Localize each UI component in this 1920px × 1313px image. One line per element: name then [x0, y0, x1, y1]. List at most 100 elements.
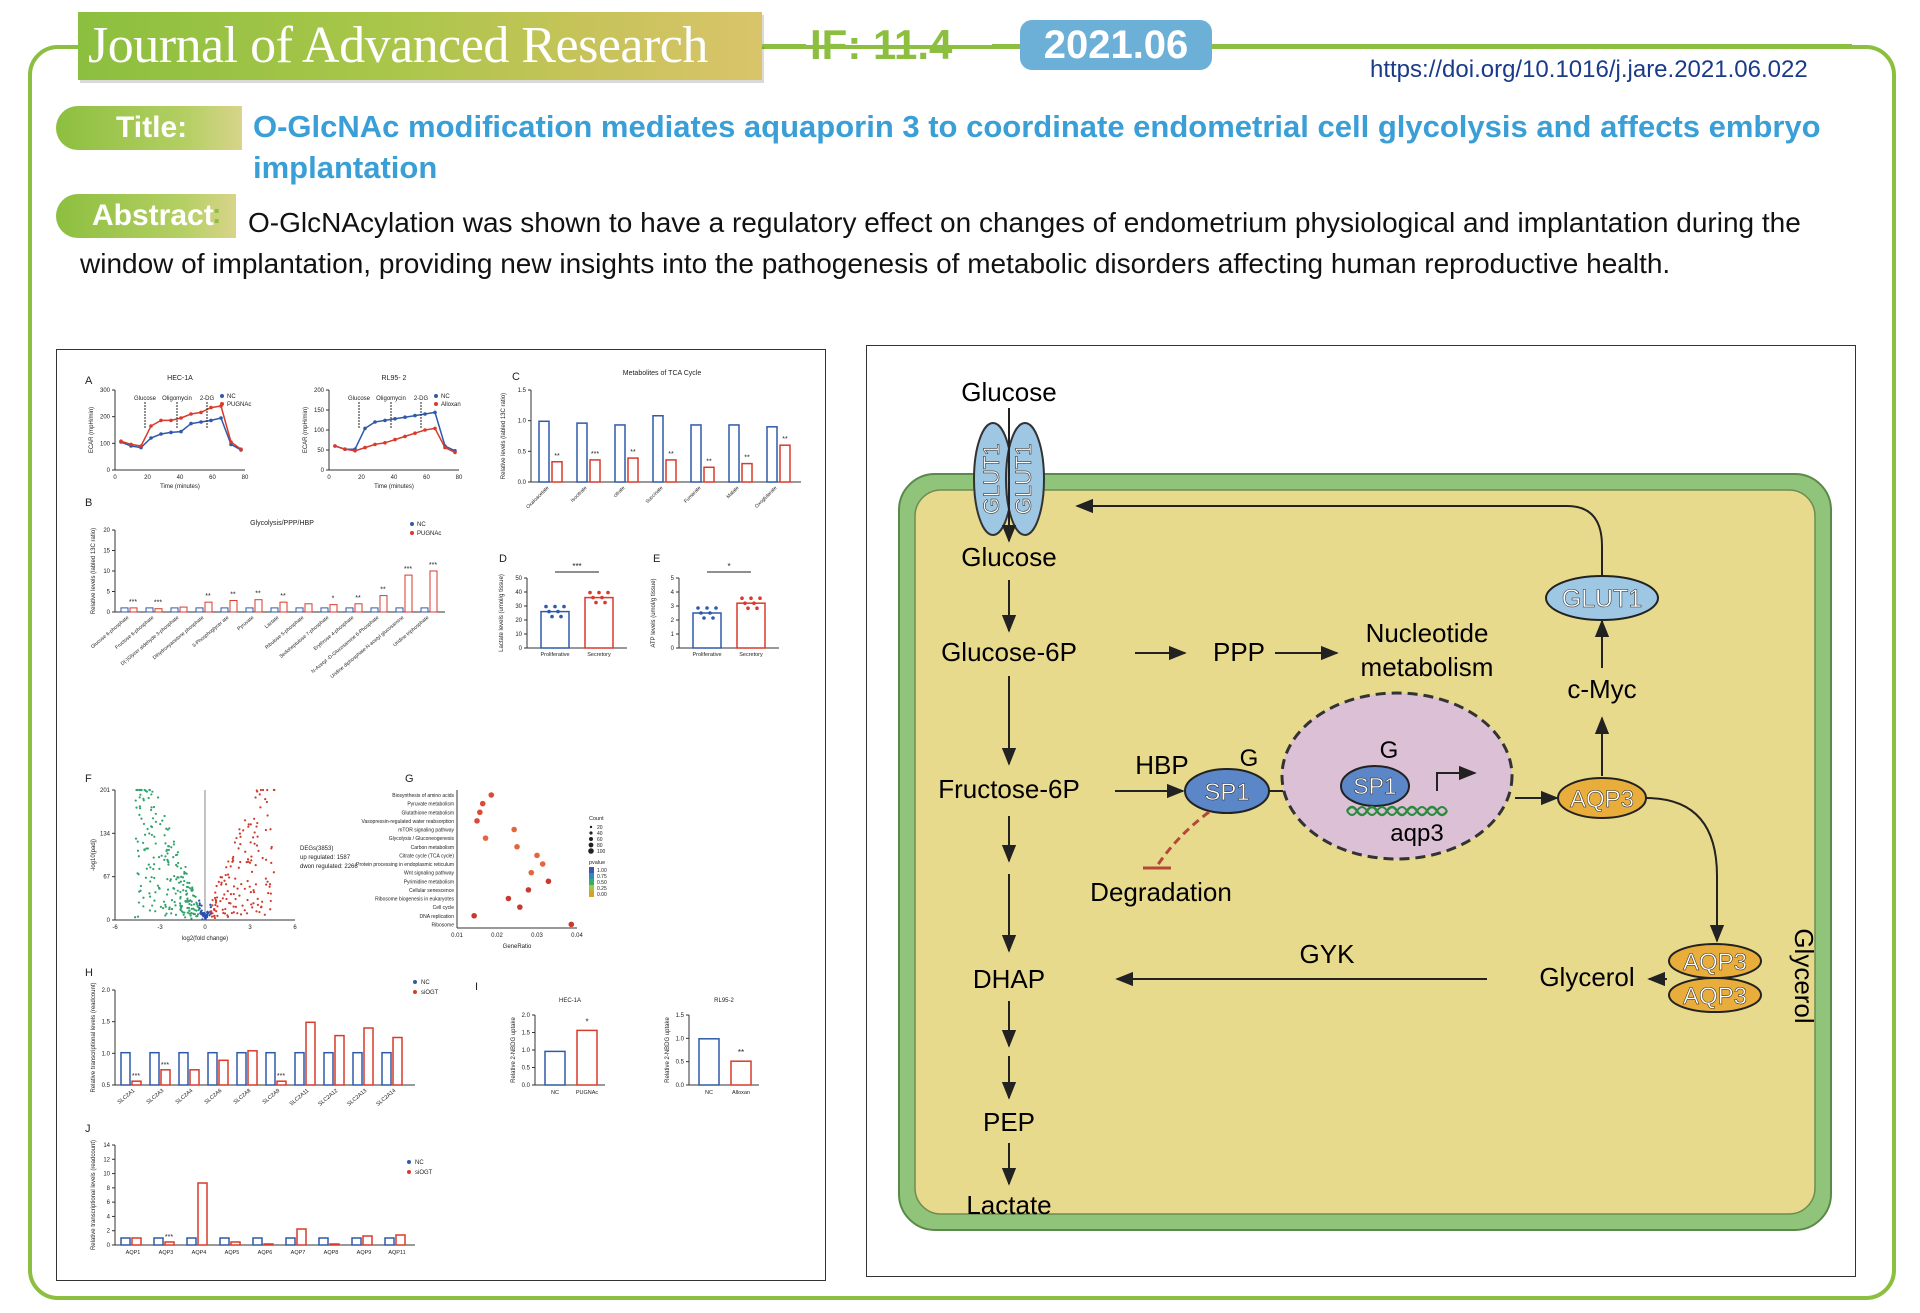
- panel-f-point: [173, 874, 176, 878]
- panel-f-point: [268, 883, 272, 886]
- panel-g-dot: [525, 887, 532, 893]
- panel-f-point: [242, 829, 245, 832]
- panel-b-bar-nc: [320, 607, 329, 613]
- panel-f-point: [236, 887, 239, 890]
- abstract-text: O-GlcNAcylation was shown to have a regu…: [80, 207, 1801, 279]
- panel-c-bar-treat: [665, 459, 677, 483]
- panel-f-point: [200, 904, 203, 907]
- panel-b-bar-treat: [154, 608, 163, 613]
- panel-f-point: [174, 892, 177, 895]
- panel-a1-nc-series-point: [219, 416, 223, 420]
- panel-f-point: [199, 910, 203, 913]
- panel-a2-nc-series-point: [413, 413, 417, 418]
- panel-f-point: [198, 907, 201, 910]
- panel-g-pvalue-value: 0.75: [597, 874, 607, 880]
- panel-f-point: [185, 893, 188, 896]
- panel-f-point: [238, 894, 241, 897]
- panel-h-star: ***: [161, 1062, 169, 1069]
- panel-f-ylabel: -log10(padj): [91, 839, 97, 871]
- inhibition-arrow: [1155, 810, 1210, 867]
- panel-b-bar-nc: [270, 607, 279, 613]
- panel-f-point: [167, 848, 171, 852]
- panel-i1-ytick-label: 1.0: [522, 1048, 531, 1054]
- panel-a2-treat-series-point: [403, 434, 407, 439]
- panel-j-category: AQP1: [126, 1250, 141, 1256]
- panel-g-dot: [534, 852, 540, 859]
- panel-f-point: [215, 896, 219, 899]
- panel-f-point: [195, 901, 198, 904]
- panel-f-point: [189, 887, 192, 890]
- panel-j-legend-label: NC: [415, 1160, 424, 1166]
- panel-g-pvalue-swatch: [589, 867, 594, 873]
- panel-f-point: [164, 842, 167, 845]
- panel-g-count-value: 80: [597, 843, 603, 849]
- panel-a1-treat-series-point: [199, 410, 203, 415]
- panel-a2-xtick-label: 0: [327, 475, 331, 481]
- panel-f-point: [230, 911, 233, 915]
- panel-i1-bar: [576, 1029, 598, 1086]
- panel-f-point: [220, 883, 223, 886]
- panel-a1-marker-label: 2-DG: [200, 396, 215, 402]
- panel-c-star: **: [668, 451, 674, 458]
- doi-link[interactable]: https://doi.org/10.1016/j.jare.2021.06.0…: [1370, 56, 1808, 83]
- panel-g-count-dot: [589, 831, 593, 835]
- panel-a1-treat-series-point: [229, 440, 233, 444]
- panel-e-star: *: [727, 562, 730, 571]
- panel-c-category: Succinate: [645, 485, 665, 505]
- panel-f-point: [137, 855, 140, 858]
- panel-f-point: [244, 850, 247, 853]
- panel-a1-nc-series-point: [149, 436, 153, 440]
- panel-h-category: SLC2A4: [175, 1088, 195, 1106]
- panel-d-point: [544, 604, 548, 609]
- panel-f-ytick-label: 0: [107, 918, 111, 924]
- panel-f-point: [142, 905, 145, 908]
- panel-f-point: [194, 895, 197, 898]
- dhap: DHAP: [973, 964, 1045, 994]
- panel-f-point: [136, 840, 139, 843]
- panel-j-bar-nc: [252, 1237, 263, 1246]
- panel-j-bar-nc: [219, 1237, 230, 1246]
- panel-e-category: Secretory: [739, 652, 763, 658]
- panel-a1-marker-label: Oligomycin: [162, 396, 192, 402]
- panel-c-star: ***: [591, 451, 599, 458]
- panel-f-point: [144, 876, 148, 879]
- panel-j-bar-nc: [120, 1237, 131, 1246]
- panel-h-legend-label: NC: [421, 980, 430, 986]
- panel-f-point: [153, 899, 156, 902]
- panel-h-bar-nc: [381, 1051, 392, 1086]
- panel-f-point: [250, 859, 253, 862]
- panel-f-point: [172, 843, 176, 846]
- glucose-6p: Glucose-6P: [941, 637, 1077, 667]
- panel-a2-title: RL95- 2: [382, 375, 407, 382]
- panel-a2-legend-treat: [434, 402, 438, 406]
- panel-f-point: [264, 798, 267, 801]
- panel-j-bar-treat: [296, 1228, 307, 1246]
- metabolism-label: metabolism: [1361, 652, 1494, 682]
- panel-f-point: [252, 889, 255, 892]
- panel-f-point: [146, 827, 149, 831]
- panel-f-point: [266, 814, 269, 817]
- panel-f-point: [198, 899, 201, 902]
- panel-f-ytick-label: 201: [100, 788, 111, 794]
- panel-f-point: [232, 892, 235, 896]
- g-modification: G: [1240, 745, 1259, 772]
- panel-g-dot: [488, 792, 495, 798]
- panel-f-point: [182, 883, 185, 887]
- panel-i1-ytick-label: 1.5: [522, 1031, 531, 1037]
- panel-a1-ylabel: ECAR (mpH/min): [89, 407, 95, 453]
- panel-f-ytick-label: 134: [100, 831, 111, 837]
- panel-e-ylabel: ATP levels (umol/g tissue): [651, 578, 657, 647]
- panel-a1-xlabel: Time (minutes): [160, 484, 200, 490]
- panel-f-point: [152, 805, 156, 809]
- panel-f-point: [246, 858, 250, 861]
- panel-b-star: ***: [404, 566, 412, 573]
- panel-b-legend-label: NC: [417, 522, 426, 528]
- glycerol: Glycerol: [1539, 962, 1634, 992]
- panel-j-bar-treat: [362, 1235, 373, 1246]
- panel-f-point: [264, 828, 267, 832]
- panel-f-point: [225, 866, 228, 869]
- panel-c-bar-treat: [627, 457, 639, 483]
- fructose-6p: Fructose-6P: [938, 774, 1080, 804]
- panel-f-point: [154, 891, 157, 894]
- panel-f-point: [217, 880, 220, 883]
